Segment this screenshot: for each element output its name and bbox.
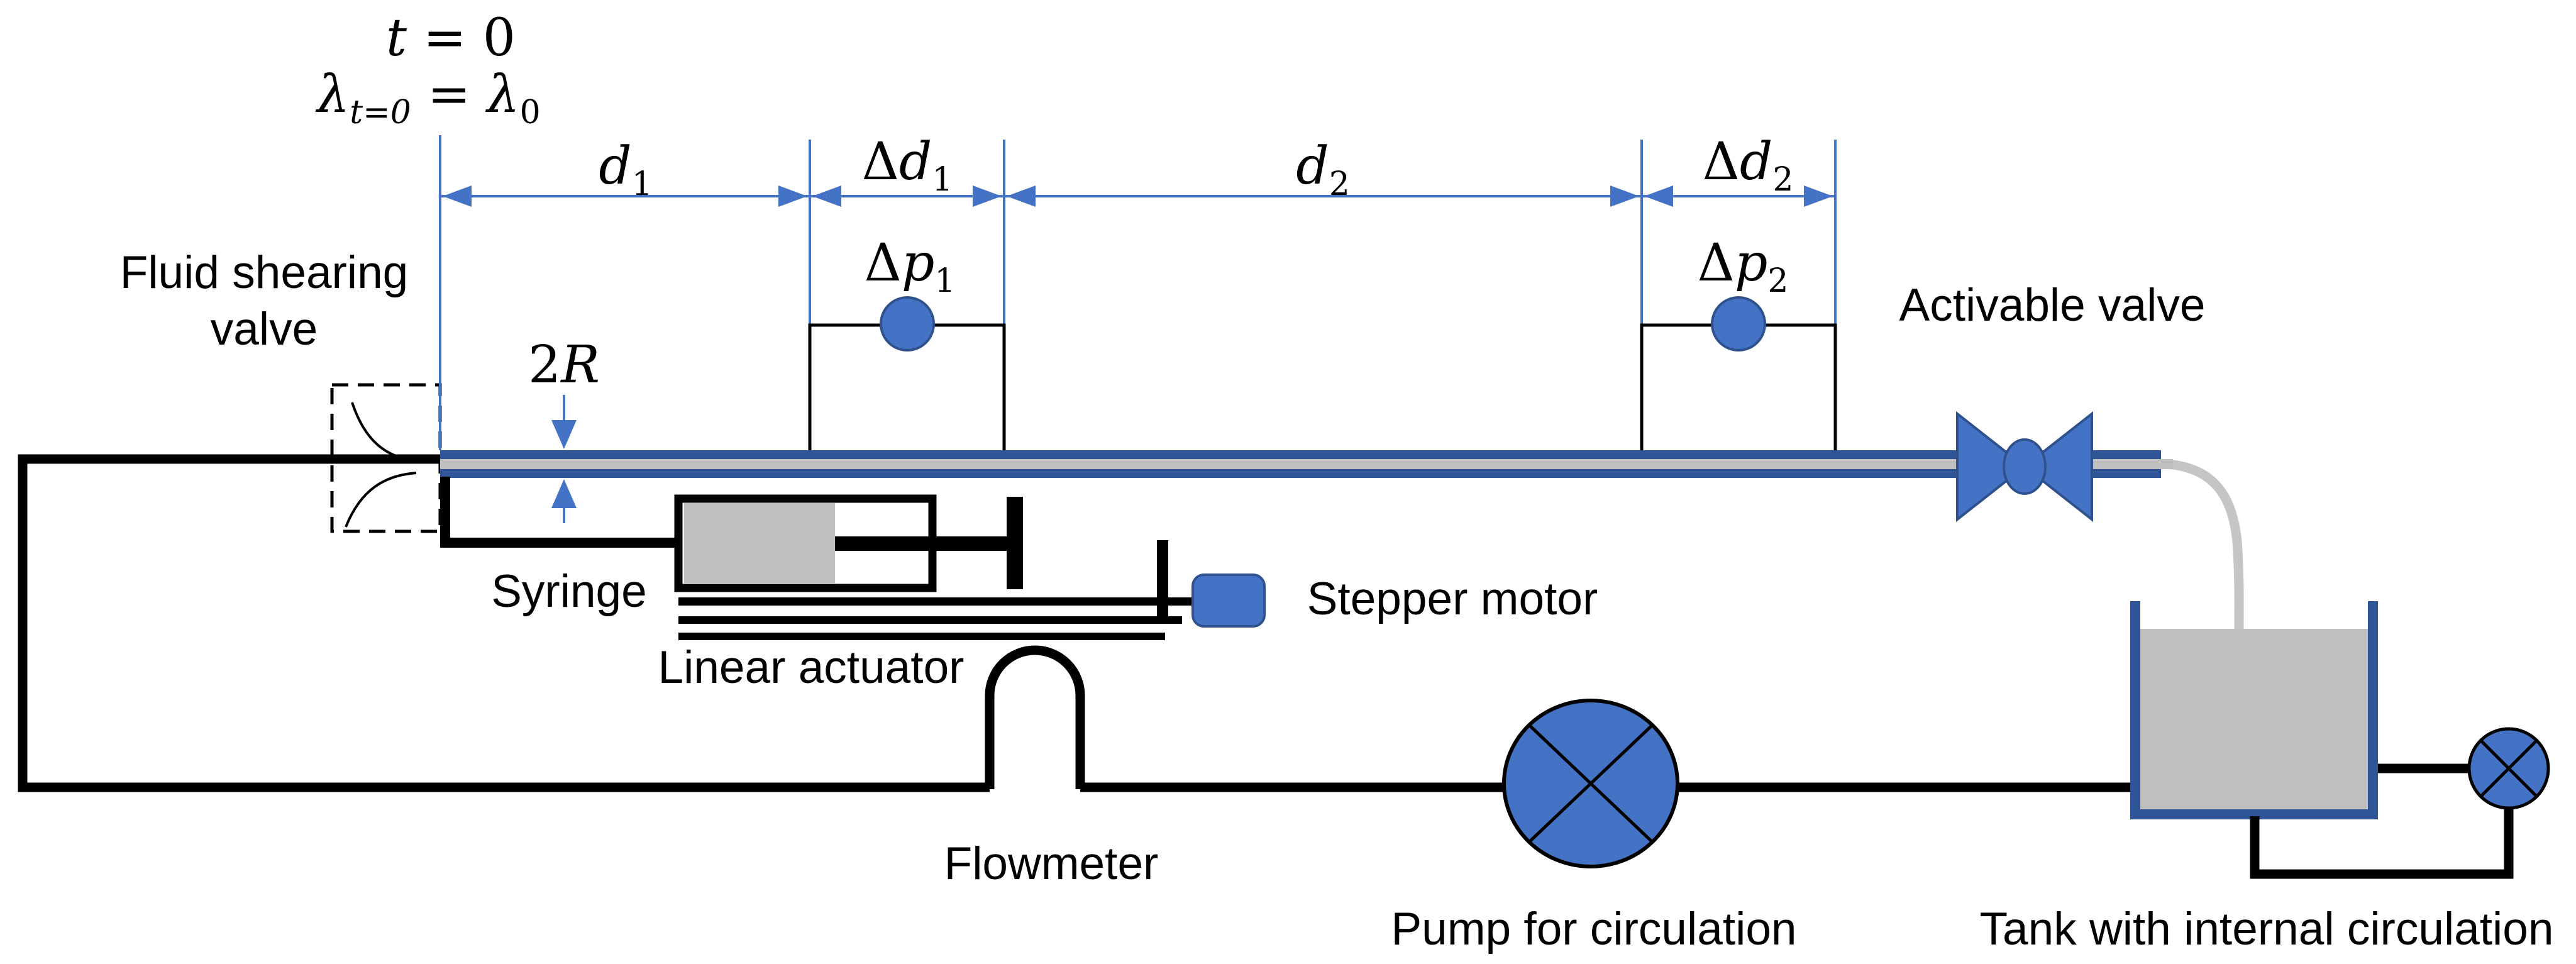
dd2-main: d [1740, 132, 1773, 192]
arrowhead-dd2-left [1644, 186, 1673, 207]
internal-circulation-loop [2250, 807, 2514, 879]
sensor1-label: Δp1 [865, 233, 956, 300]
dd2-prefix: Δ [1703, 132, 1740, 192]
flowmeter: Flowmeter [944, 645, 1159, 889]
syringe-assembly: Syringe Linear actuator Stepper motor [440, 477, 1598, 693]
d1-main: d [599, 136, 632, 196]
arrowhead-dd1-right [973, 186, 1002, 207]
fluid-shearing-valve: Fluid shearing valve [120, 247, 442, 533]
tube-diameter-annotation: 2R [528, 335, 600, 523]
syringe-inlet-pipe [440, 477, 682, 548]
pipe-left-loop [18, 454, 990, 792]
arrowhead-d1-left [443, 186, 472, 207]
dp1-sub: 1 [934, 262, 955, 300]
actuator-rail-middle [678, 616, 1182, 624]
dp2-prefix: Δ [1698, 233, 1735, 293]
valve-center-ball [2003, 438, 2047, 495]
tank-liquid [2140, 629, 2368, 809]
tank-walls [2130, 601, 2378, 819]
diameter-main: R [560, 335, 600, 395]
linear-actuator-label: Linear actuator [658, 642, 965, 693]
diameter-label: 2R [528, 335, 600, 395]
pump-cross-line-2 [1528, 724, 1654, 843]
dimension-annotations: d1 Δd1 d2 Δd2 [439, 132, 1837, 450]
dim-label-dd2: Δd2 [1703, 132, 1794, 199]
dd2-sub: 2 [1772, 161, 1793, 199]
sensor2-label: Δp2 [1698, 233, 1789, 300]
lambda-lhs-sub: t=0 [350, 94, 411, 131]
arrowhead-d2-left [1007, 186, 1036, 207]
lambda-rhs: λ [485, 65, 520, 125]
diameter-arrow-down-head [551, 420, 577, 449]
arrowhead-d2-right [1610, 186, 1639, 207]
valve-right-triangle [2022, 411, 2093, 523]
fluid-shearing-valve-label-line1: Fluid shearing [120, 247, 409, 298]
internal-pump-cross-line-2 [2480, 740, 2538, 797]
actuator-end-bar [1157, 540, 1168, 624]
dd1-sub: 1 [932, 161, 953, 199]
contraction-curve-upper [351, 402, 416, 462]
plunger-handle [1007, 497, 1023, 589]
tube-core [440, 459, 2173, 469]
dim-label-d1: d1 [599, 136, 653, 203]
dp1-prefix: Δ [865, 233, 902, 293]
pressure-sensor-1: Δp1 [808, 233, 1006, 450]
syringe-piston [684, 503, 835, 584]
tank-inflow-curve [2166, 459, 2244, 634]
stepper-motor [1191, 573, 1266, 628]
dd1-prefix: Δ [862, 132, 899, 192]
lambda-lhs: λ [315, 65, 350, 125]
diameter-prefix: 2 [528, 335, 561, 395]
lambda-eq: = [411, 65, 487, 125]
d1-sub: 1 [632, 165, 653, 203]
tank-label: Tank with internal circulation [1980, 904, 2554, 955]
pump-label: Pump for circulation [1391, 904, 1796, 955]
d2-sub: 2 [1329, 165, 1350, 203]
dd1-main: d [899, 132, 932, 192]
actuator-rail-bottom [678, 633, 1165, 640]
time-annotation: t = 0 [386, 8, 516, 68]
activable-valve-label: Activable valve [1899, 280, 2206, 331]
dim-label-d2: d2 [1296, 136, 1350, 203]
syringe-label: Syringe [491, 566, 647, 617]
time-rest: = 0 [407, 8, 516, 68]
sensor2-transducer [1711, 296, 1766, 352]
arrowhead-dd1-left [812, 186, 841, 207]
sensor1-transducer [880, 296, 935, 352]
fluid-shearing-valve-label-line2: valve [211, 304, 318, 355]
dp2-main: p [1735, 233, 1768, 293]
arrowhead-dd2-right [1804, 186, 1833, 207]
plunger-rod [835, 536, 1007, 551]
d2-main: d [1296, 136, 1329, 196]
lambda-rhs-sub: 0 [520, 94, 541, 131]
main-tube [440, 450, 2173, 478]
pressure-sensor-2: Δp2 [1640, 233, 1837, 450]
arrowhead-d1-right [778, 186, 807, 207]
circulation-pump: Pump for circulation [1391, 699, 1797, 955]
lambda-annotation: λt=0 = λ0 [315, 65, 540, 131]
actuator-rail-top [678, 597, 1182, 606]
flowmeter-bump [985, 645, 1085, 789]
diameter-arrow-up-head [551, 479, 577, 508]
tube-bottom-wall [440, 469, 2161, 478]
activable-valve: Activable valve [1899, 280, 2206, 523]
initial-conditions: t = 0 λt=0 = λ0 [315, 8, 540, 131]
tank-assembly: Tank with internal circulation [1980, 459, 2554, 955]
flowmeter-label: Flowmeter [944, 838, 1159, 889]
time-var: t [386, 8, 407, 68]
valve-left-triangle [1956, 411, 2027, 523]
stepper-motor-label: Stepper motor [1307, 573, 1598, 624]
contraction-curve-lower [345, 472, 417, 528]
motor-shaft [1168, 597, 1193, 606]
tube-top-wall [440, 450, 2161, 459]
dim-label-dd1: Δd1 [862, 132, 953, 199]
dp2-sub: 2 [1767, 262, 1788, 300]
dp1-main: p [902, 233, 935, 293]
recirculation-pipe [18, 454, 2131, 792]
